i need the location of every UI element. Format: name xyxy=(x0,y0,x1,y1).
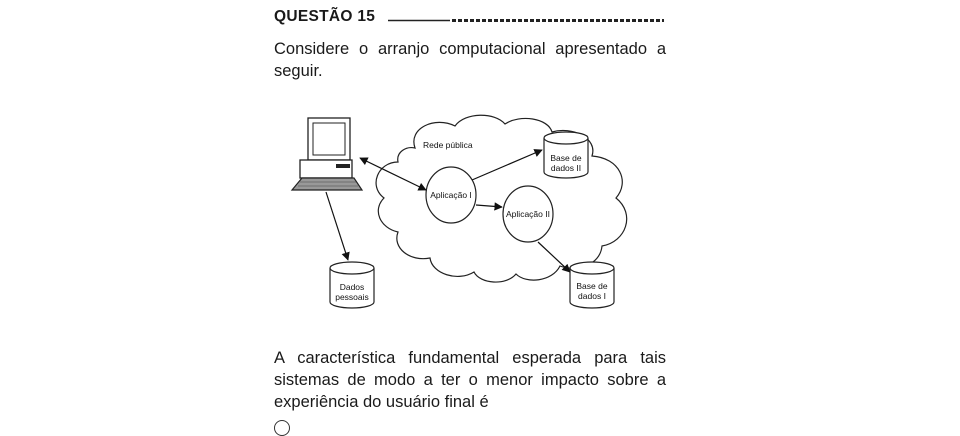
title-rule xyxy=(388,19,664,22)
db-2-label-line2: dados II xyxy=(551,163,581,173)
app-1-node xyxy=(425,166,477,224)
app-1-label: Aplicação I xyxy=(430,190,472,200)
arrow-app1-app2 xyxy=(475,202,503,211)
network-diagram: Rede pública Aplicação I Aplicação II Ba… xyxy=(290,114,628,309)
intro-text: Considere o arranjo computacional aprese… xyxy=(274,40,666,80)
public-network-cloud xyxy=(375,114,628,283)
db-2-label-line1: Base de xyxy=(550,153,581,163)
question-prompt: A característica fundamental esperada pa… xyxy=(274,349,666,411)
db-1-label-line2: dados I xyxy=(578,291,606,301)
computer-icon xyxy=(290,117,364,191)
cloud-label: Rede pública xyxy=(423,140,473,150)
personal-data-label-line1: Dados xyxy=(340,282,365,292)
question-title: QUESTÃO 15 xyxy=(274,8,376,25)
arrow-app1-db2 xyxy=(471,149,543,181)
option-radio-icon[interactable] xyxy=(274,420,290,436)
arrow-app2-db1 xyxy=(537,241,571,273)
database-2-icon xyxy=(543,131,589,179)
db-1-label-line1: Base de xyxy=(576,281,607,291)
personal-data-icon xyxy=(329,261,375,309)
personal-data-label-line2: pessoais xyxy=(335,292,369,302)
arrow-computer-personal xyxy=(325,191,350,261)
database-1-icon xyxy=(569,261,615,309)
arrow-computer-app1 xyxy=(359,157,427,191)
app-2-label: Aplicação II xyxy=(506,209,550,219)
app-2-node xyxy=(502,185,554,243)
